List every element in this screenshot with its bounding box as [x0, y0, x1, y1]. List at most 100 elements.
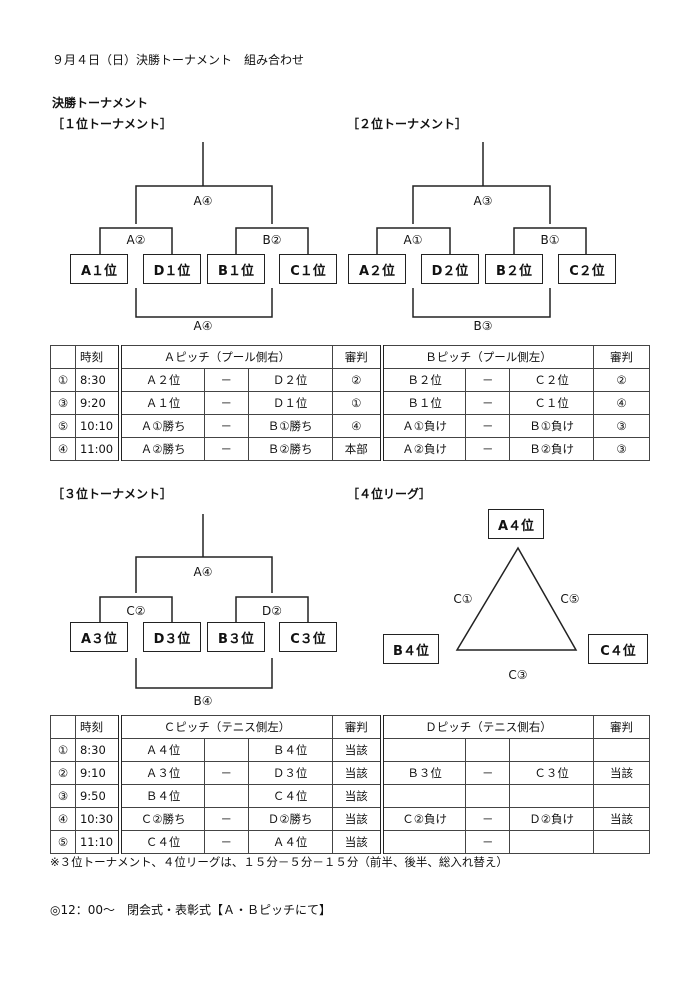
referee-cell: 当該	[593, 807, 650, 831]
header-cell: 審判	[593, 715, 650, 739]
referee-cell	[593, 784, 650, 808]
referee-cell: ④	[593, 391, 650, 415]
vs-cell	[203, 784, 249, 808]
t1-title: ［１位トーナメント］	[52, 117, 173, 131]
team-cell: Ｂ①勝ち	[247, 414, 333, 438]
t2-team: D２位	[421, 254, 479, 284]
referee-cell: 当該	[331, 738, 384, 762]
team-cell: Ａ②負け	[381, 437, 467, 461]
vs-cell: －	[203, 830, 249, 854]
match-time: 10:30	[74, 807, 123, 831]
team-cell: Ａ４位	[119, 738, 205, 762]
t1-bottom-label: A④	[193, 319, 213, 333]
schedule-table-ab: 時刻 Ａピッチ（プール側右） 審判 Ｂピッチ（プール側左） 審判 ① 8:30 …	[50, 345, 650, 461]
referee-cell: 当該	[331, 807, 384, 831]
team-cell: Ａ１位	[119, 391, 205, 415]
referee-cell	[593, 830, 650, 854]
vs-cell: －	[203, 437, 249, 461]
team-cell: Ｂ４位	[119, 784, 205, 808]
team-cell: Ｃ１位	[509, 391, 595, 415]
vs-cell	[203, 738, 249, 762]
team-cell: Ａ②勝ち	[119, 437, 205, 461]
schedule-table-cd: 時刻 Ｃピッチ（テニス側左） 審判 Ｄピッチ（テニス側右） 審判 ① 8:30 …	[50, 715, 650, 854]
t2-right-mid-label: B①	[540, 233, 560, 247]
t2-team: B２位	[485, 254, 543, 284]
match-time: 8:30	[74, 738, 123, 762]
referee-cell: ②	[593, 368, 650, 392]
match-number: ⑤	[50, 830, 76, 854]
match-number: ④	[50, 807, 76, 831]
match-time: 9:20	[74, 391, 123, 415]
match-time: 9:50	[74, 784, 123, 808]
t2-top-label: A③	[473, 194, 493, 208]
t1-team: C１位	[279, 254, 337, 284]
page-header: ９月４日（日）決勝トーナメント 組み合わせ	[52, 53, 305, 67]
team-cell	[381, 738, 467, 762]
t3-team: C３位	[279, 622, 337, 652]
t4-left-edge-label: C①	[453, 592, 473, 606]
match-number: ①	[50, 368, 76, 392]
match-number: ②	[50, 761, 76, 785]
team-cell: Ｃ②負け	[381, 807, 467, 831]
team-cell: Ａ３位	[119, 761, 205, 785]
referee-cell: 当該	[331, 761, 384, 785]
table-header-row: 時刻 Ｃピッチ（テニス側左） 審判 Ｄピッチ（テニス側右） 審判	[50, 715, 650, 739]
table-row: ③ 9:50 Ｂ４位 Ｃ４位 当該	[50, 784, 650, 808]
table-row: ④ 10:30 Ｃ②勝ち － Ｄ②勝ち 当該 Ｃ②負け － Ｄ②負け 当該	[50, 807, 650, 831]
team-cell: Ａ①負け	[381, 414, 467, 438]
vs-cell: －	[465, 368, 511, 392]
match-number: ①	[50, 738, 76, 762]
t1-top-label: A④	[193, 194, 213, 208]
team-cell: Ｃ４位	[119, 830, 205, 854]
table-row: ② 9:10 Ａ３位 － Ｄ３位 当該 Ｂ３位 － Ｃ３位 当該	[50, 761, 650, 785]
match-time: 11:10	[74, 830, 123, 854]
header-cell	[50, 715, 76, 739]
referee-cell: 本部	[331, 437, 384, 461]
table-row: ④ 11:00 Ａ②勝ち － Ｂ②勝ち 本部 Ａ②負け － Ｂ②負け ③	[50, 437, 650, 461]
team-cell: Ｃ３位	[509, 761, 595, 785]
t4-top-team: A４位	[488, 509, 544, 539]
vs-cell: －	[203, 391, 249, 415]
referee-cell: 当該	[331, 784, 384, 808]
team-cell: Ａ２位	[119, 368, 205, 392]
t2-team: A２位	[348, 254, 406, 284]
vs-cell: －	[203, 761, 249, 785]
team-cell	[381, 830, 467, 854]
team-cell: Ａ４位	[247, 830, 333, 854]
referee-cell: 当該	[331, 830, 384, 854]
header-cell: 審判	[331, 345, 384, 369]
referee-cell: ③	[593, 437, 650, 461]
referee-cell: ③	[593, 414, 650, 438]
t1-right-mid-label: B②	[262, 233, 282, 247]
header-cell: Ｄピッチ（テニス側右）	[381, 715, 595, 739]
t2-title: ［２位トーナメント］	[347, 117, 468, 131]
t4-bottom-edge-label: C③	[508, 668, 528, 682]
t3-top-label: A④	[193, 565, 213, 579]
t2-bottom-label: B③	[473, 319, 493, 333]
team-cell	[381, 784, 467, 808]
team-cell: Ｄ②負け	[509, 807, 595, 831]
team-cell: Ａ①勝ち	[119, 414, 205, 438]
referee-cell: 当該	[593, 761, 650, 785]
team-cell: Ｂ②勝ち	[247, 437, 333, 461]
header-cell: 審判	[593, 345, 650, 369]
t3-team: B３位	[207, 622, 265, 652]
header-cell: Ａピッチ（プール側右）	[119, 345, 333, 369]
vs-cell: －	[465, 807, 511, 831]
t2-team: C２位	[558, 254, 616, 284]
vs-cell: －	[203, 807, 249, 831]
match-number: ③	[50, 391, 76, 415]
match-number: ⑤	[50, 414, 76, 438]
referee-cell	[593, 738, 650, 762]
table-header-row: 時刻 Ａピッチ（プール側右） 審判 Ｂピッチ（プール側左） 審判	[50, 345, 650, 369]
team-cell: Ｃ②勝ち	[119, 807, 205, 831]
header-cell: Ｃピッチ（テニス側左）	[119, 715, 333, 739]
team-cell: Ｂ３位	[381, 761, 467, 785]
t3-bottom-label: B④	[193, 694, 213, 708]
team-cell: Ｃ２位	[509, 368, 595, 392]
table-row: ⑤ 10:10 Ａ①勝ち － Ｂ①勝ち ④ Ａ①負け － Ｂ①負け ③	[50, 414, 650, 438]
header-cell: 時刻	[74, 345, 123, 369]
vs-cell: －	[465, 830, 511, 854]
t1-team: D１位	[143, 254, 201, 284]
